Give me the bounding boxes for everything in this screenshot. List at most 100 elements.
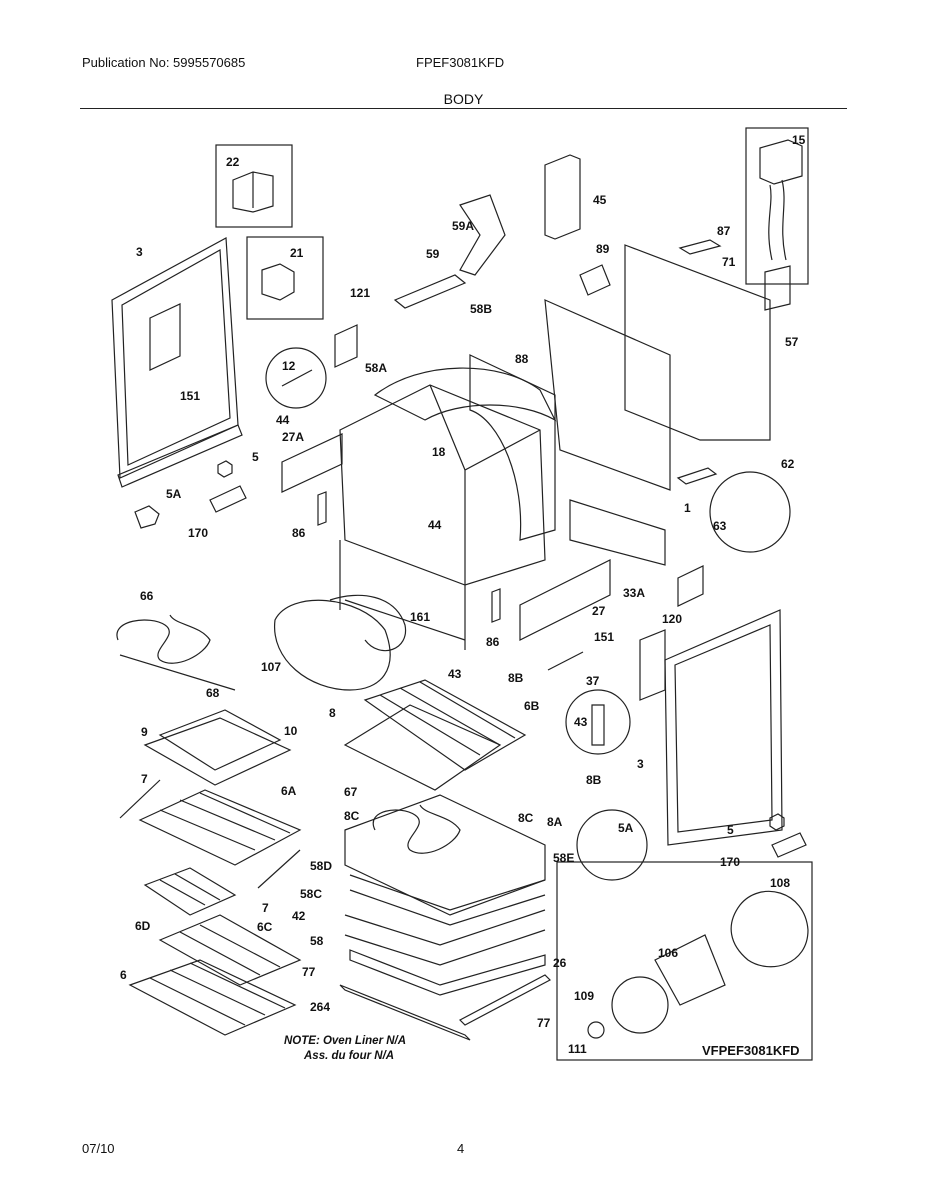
part-7-rack-slide-top [119, 779, 161, 819]
part-106-bracket [654, 934, 726, 1006]
callout-88: 88 [515, 352, 529, 366]
callout-66: 66 [140, 589, 154, 603]
part-45-duct [544, 154, 581, 240]
part-3-right-door [664, 609, 783, 846]
callout-6A: 6A [281, 784, 297, 798]
callout-86: 86 [486, 635, 500, 649]
callout-170: 170 [188, 526, 208, 540]
part-5A-hinge-left [134, 505, 160, 529]
part-151-right-hinge-plate [639, 629, 666, 701]
callout-121: 121 [350, 286, 370, 300]
part-5-screw-right [769, 813, 785, 831]
callout-58: 58 [310, 934, 324, 948]
callout-3: 3 [136, 245, 143, 259]
callout-15: 15 [792, 133, 806, 147]
inset-box-21 [246, 236, 324, 320]
part-8-bottom-tray [343, 704, 502, 791]
callout-68: 68 [206, 686, 220, 700]
part-88-back-panel [544, 299, 671, 491]
part-37-screw [547, 651, 584, 671]
callout-44: 44 [428, 518, 442, 532]
part-71-rear-panel [624, 244, 771, 441]
callout-8C: 8C [344, 809, 360, 823]
part-66-bake-element [116, 614, 236, 691]
callout-44: 44 [276, 413, 290, 427]
part-22-bracket [232, 171, 274, 213]
inset-box-22 [215, 144, 293, 228]
callout-108: 108 [770, 876, 790, 890]
callout-6C: 6C [257, 920, 273, 934]
part-151-left-hinge-plate [149, 303, 181, 371]
callout-21: 21 [290, 246, 304, 260]
part-terminal-block [676, 467, 718, 485]
callout-42: 42 [292, 909, 306, 923]
callout-6: 6 [120, 968, 127, 982]
callout-8B: 8B [586, 773, 602, 787]
callout-7: 7 [141, 772, 148, 786]
callout-63: 63 [713, 519, 727, 533]
inset-box-15 [745, 127, 809, 285]
callout-10: 10 [284, 724, 298, 738]
model-number: FPEF3081KFD [416, 55, 505, 70]
callout-5: 5 [727, 823, 734, 837]
part-161-wire [329, 594, 407, 652]
callout-170: 170 [720, 855, 740, 869]
callout-89: 89 [596, 242, 610, 256]
callout-7: 7 [262, 901, 269, 915]
section-title: BODY [443, 91, 484, 107]
publication-number: Publication No: 5995570685 [82, 55, 246, 70]
part-door-bottom-trim [117, 424, 243, 488]
callout-62: 62 [781, 457, 795, 471]
part-57-vent [764, 265, 791, 311]
callout-106: 106 [658, 946, 678, 960]
part-86-bracket-left [317, 491, 327, 526]
callout-109: 109 [574, 989, 594, 1003]
callout-71: 71 [722, 255, 736, 269]
part-58D-58C-insulation [349, 874, 546, 926]
callout-58E: 58E [553, 851, 574, 865]
part-264-slide [339, 984, 471, 1041]
part-67-element [372, 804, 461, 854]
part-77-slide-right [459, 974, 551, 1026]
callout-8B: 8B [508, 671, 524, 685]
part-107-convection-cover [274, 599, 391, 691]
part-6C-rack [158, 914, 302, 986]
part-27-rail-right [519, 559, 611, 641]
part-89-bracket [579, 264, 611, 296]
part-27A-rail [281, 433, 343, 493]
part-109-fan-blade [611, 976, 669, 1034]
part-86-bracket-right [491, 588, 501, 623]
callout-labels: 22 21 3 151 5 5A 170 121 12 44 27A 58A 1… [120, 133, 806, 1056]
part-21-clip [261, 263, 295, 301]
callout-1: 1 [684, 501, 691, 515]
part-15-control [759, 139, 803, 261]
part-5-screw-left [217, 460, 233, 478]
callout-8: 8 [329, 706, 336, 720]
part-9-10-broil-pan [143, 709, 292, 786]
callout-58A: 58A [365, 361, 387, 375]
callout-22: 22 [226, 155, 240, 169]
callout-151: 151 [180, 389, 200, 403]
callout-151: 151 [594, 630, 614, 644]
part-58B-insulation-back [469, 354, 556, 541]
part-1-bottom-rail [569, 499, 666, 566]
callout-6D: 6D [135, 919, 151, 933]
drawing-code: VFPEF3081KFD [702, 1043, 800, 1058]
callout-6B: 6B [524, 699, 540, 713]
callout-5: 5 [252, 450, 259, 464]
part-170-hinge-left [209, 485, 247, 513]
callout-27A: 27A [282, 430, 304, 444]
callout-43: 43 [574, 715, 588, 729]
callout-58D: 58D [310, 859, 332, 873]
part-43-bolt-circle [565, 689, 631, 755]
part-120-bracket [677, 565, 704, 607]
footer-date: 07/10 [82, 1141, 115, 1156]
part-oven-cavity [339, 384, 546, 586]
callout-3: 3 [637, 757, 644, 771]
part-5A-inset-circle [576, 809, 648, 881]
part-108-motor [730, 890, 809, 968]
callout-107: 107 [261, 660, 281, 674]
callout-120: 120 [662, 612, 682, 626]
callout-58B: 58B [470, 302, 492, 316]
